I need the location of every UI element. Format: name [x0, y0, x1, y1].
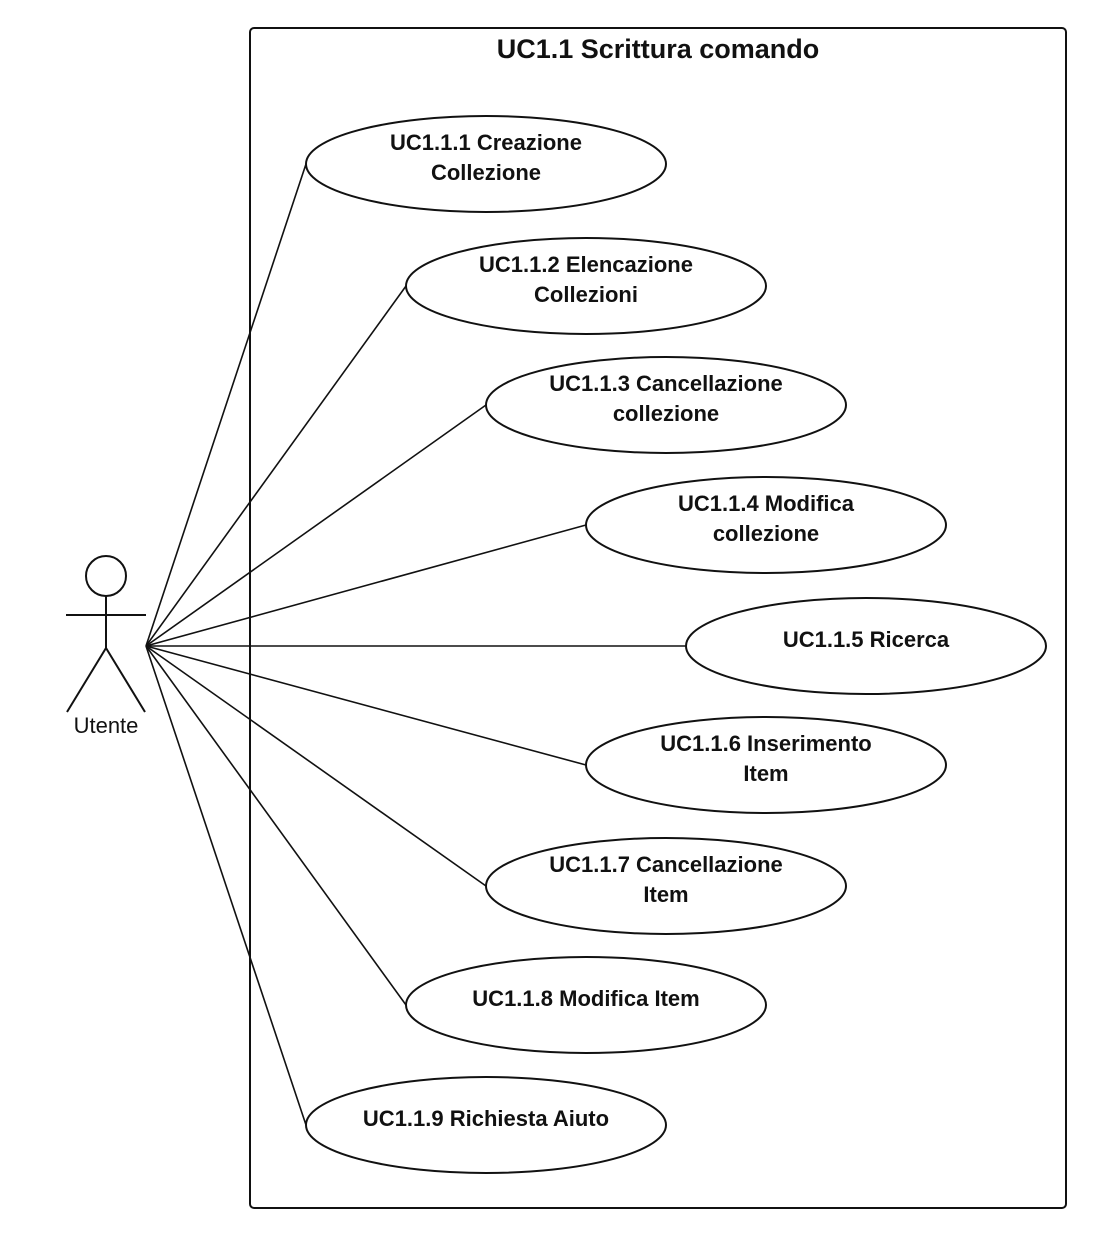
use-case-ellipse [685, 597, 1047, 695]
actor-left-leg [66, 647, 107, 713]
actor-right-leg [105, 647, 146, 713]
use-case-label: collezione [613, 401, 719, 426]
use-case-uc-1-1-8[interactable]: UC1.1.8 Modifica Item [405, 956, 767, 1054]
association-uc-1-1-8 [145, 645, 407, 1006]
system-title: UC1.1 Scrittura comando [497, 34, 820, 64]
use-case-label: UC1.1.3 Cancellazione [549, 371, 783, 396]
use-case-label: UC1.1.5 Ricerca [783, 627, 950, 652]
use-case-label: UC1.1.2 Elencazione [479, 252, 693, 277]
use-case-label: collezione [713, 521, 819, 546]
association-uc-1-1-9 [145, 645, 307, 1126]
association-lines [145, 163, 686, 1126]
use-case-uc-1-1-9[interactable]: UC1.1.9 Richiesta Aiuto [305, 1076, 667, 1174]
association-uc-1-1-1 [145, 163, 307, 647]
use-case-label: Item [743, 761, 788, 786]
use-case-label: UC1.1.4 Modifica [678, 491, 855, 516]
use-case-label: UC1.1.7 Cancellazione [549, 852, 783, 877]
use-case-label: UC1.1.1 Creazione [390, 130, 582, 155]
use-case-ellipse [485, 837, 847, 935]
use-case-label: UC1.1.6 Inserimento [660, 731, 872, 756]
use-case-ellipse [405, 237, 767, 335]
association-uc-1-1-3 [145, 404, 487, 647]
use-case-label: Collezioni [534, 282, 638, 307]
actor-label: Utente [74, 713, 139, 738]
use-case-label: UC1.1.8 Modifica Item [472, 986, 699, 1011]
use-case-label: Collezione [431, 160, 541, 185]
use-case-uc-1-1-4[interactable]: UC1.1.4 Modifica collezione [585, 476, 947, 574]
use-case-ellipse [585, 716, 947, 814]
association-uc-1-1-7 [145, 645, 487, 887]
use-case-ellipse [485, 356, 847, 454]
actor-head [85, 555, 127, 597]
use-case-ellipse [405, 956, 767, 1054]
use-case-ellipse [305, 115, 667, 213]
use-case-ellipse [305, 1076, 667, 1174]
use-case-ellipse [585, 476, 947, 574]
association-uc-1-1-4 [145, 524, 587, 647]
use-case-uc-1-1-3[interactable]: UC1.1.3 Cancellazione collezione [485, 356, 847, 454]
actor-utente[interactable]: Utente [66, 555, 146, 738]
association-uc-1-1-6 [145, 645, 587, 766]
association-uc-1-1-2 [145, 285, 407, 647]
use-case-label: UC1.1.9 Richiesta Aiuto [363, 1106, 609, 1131]
use-case-label: Item [643, 882, 688, 907]
use-case-uc-1-1-5[interactable]: UC1.1.5 Ricerca [685, 597, 1047, 695]
